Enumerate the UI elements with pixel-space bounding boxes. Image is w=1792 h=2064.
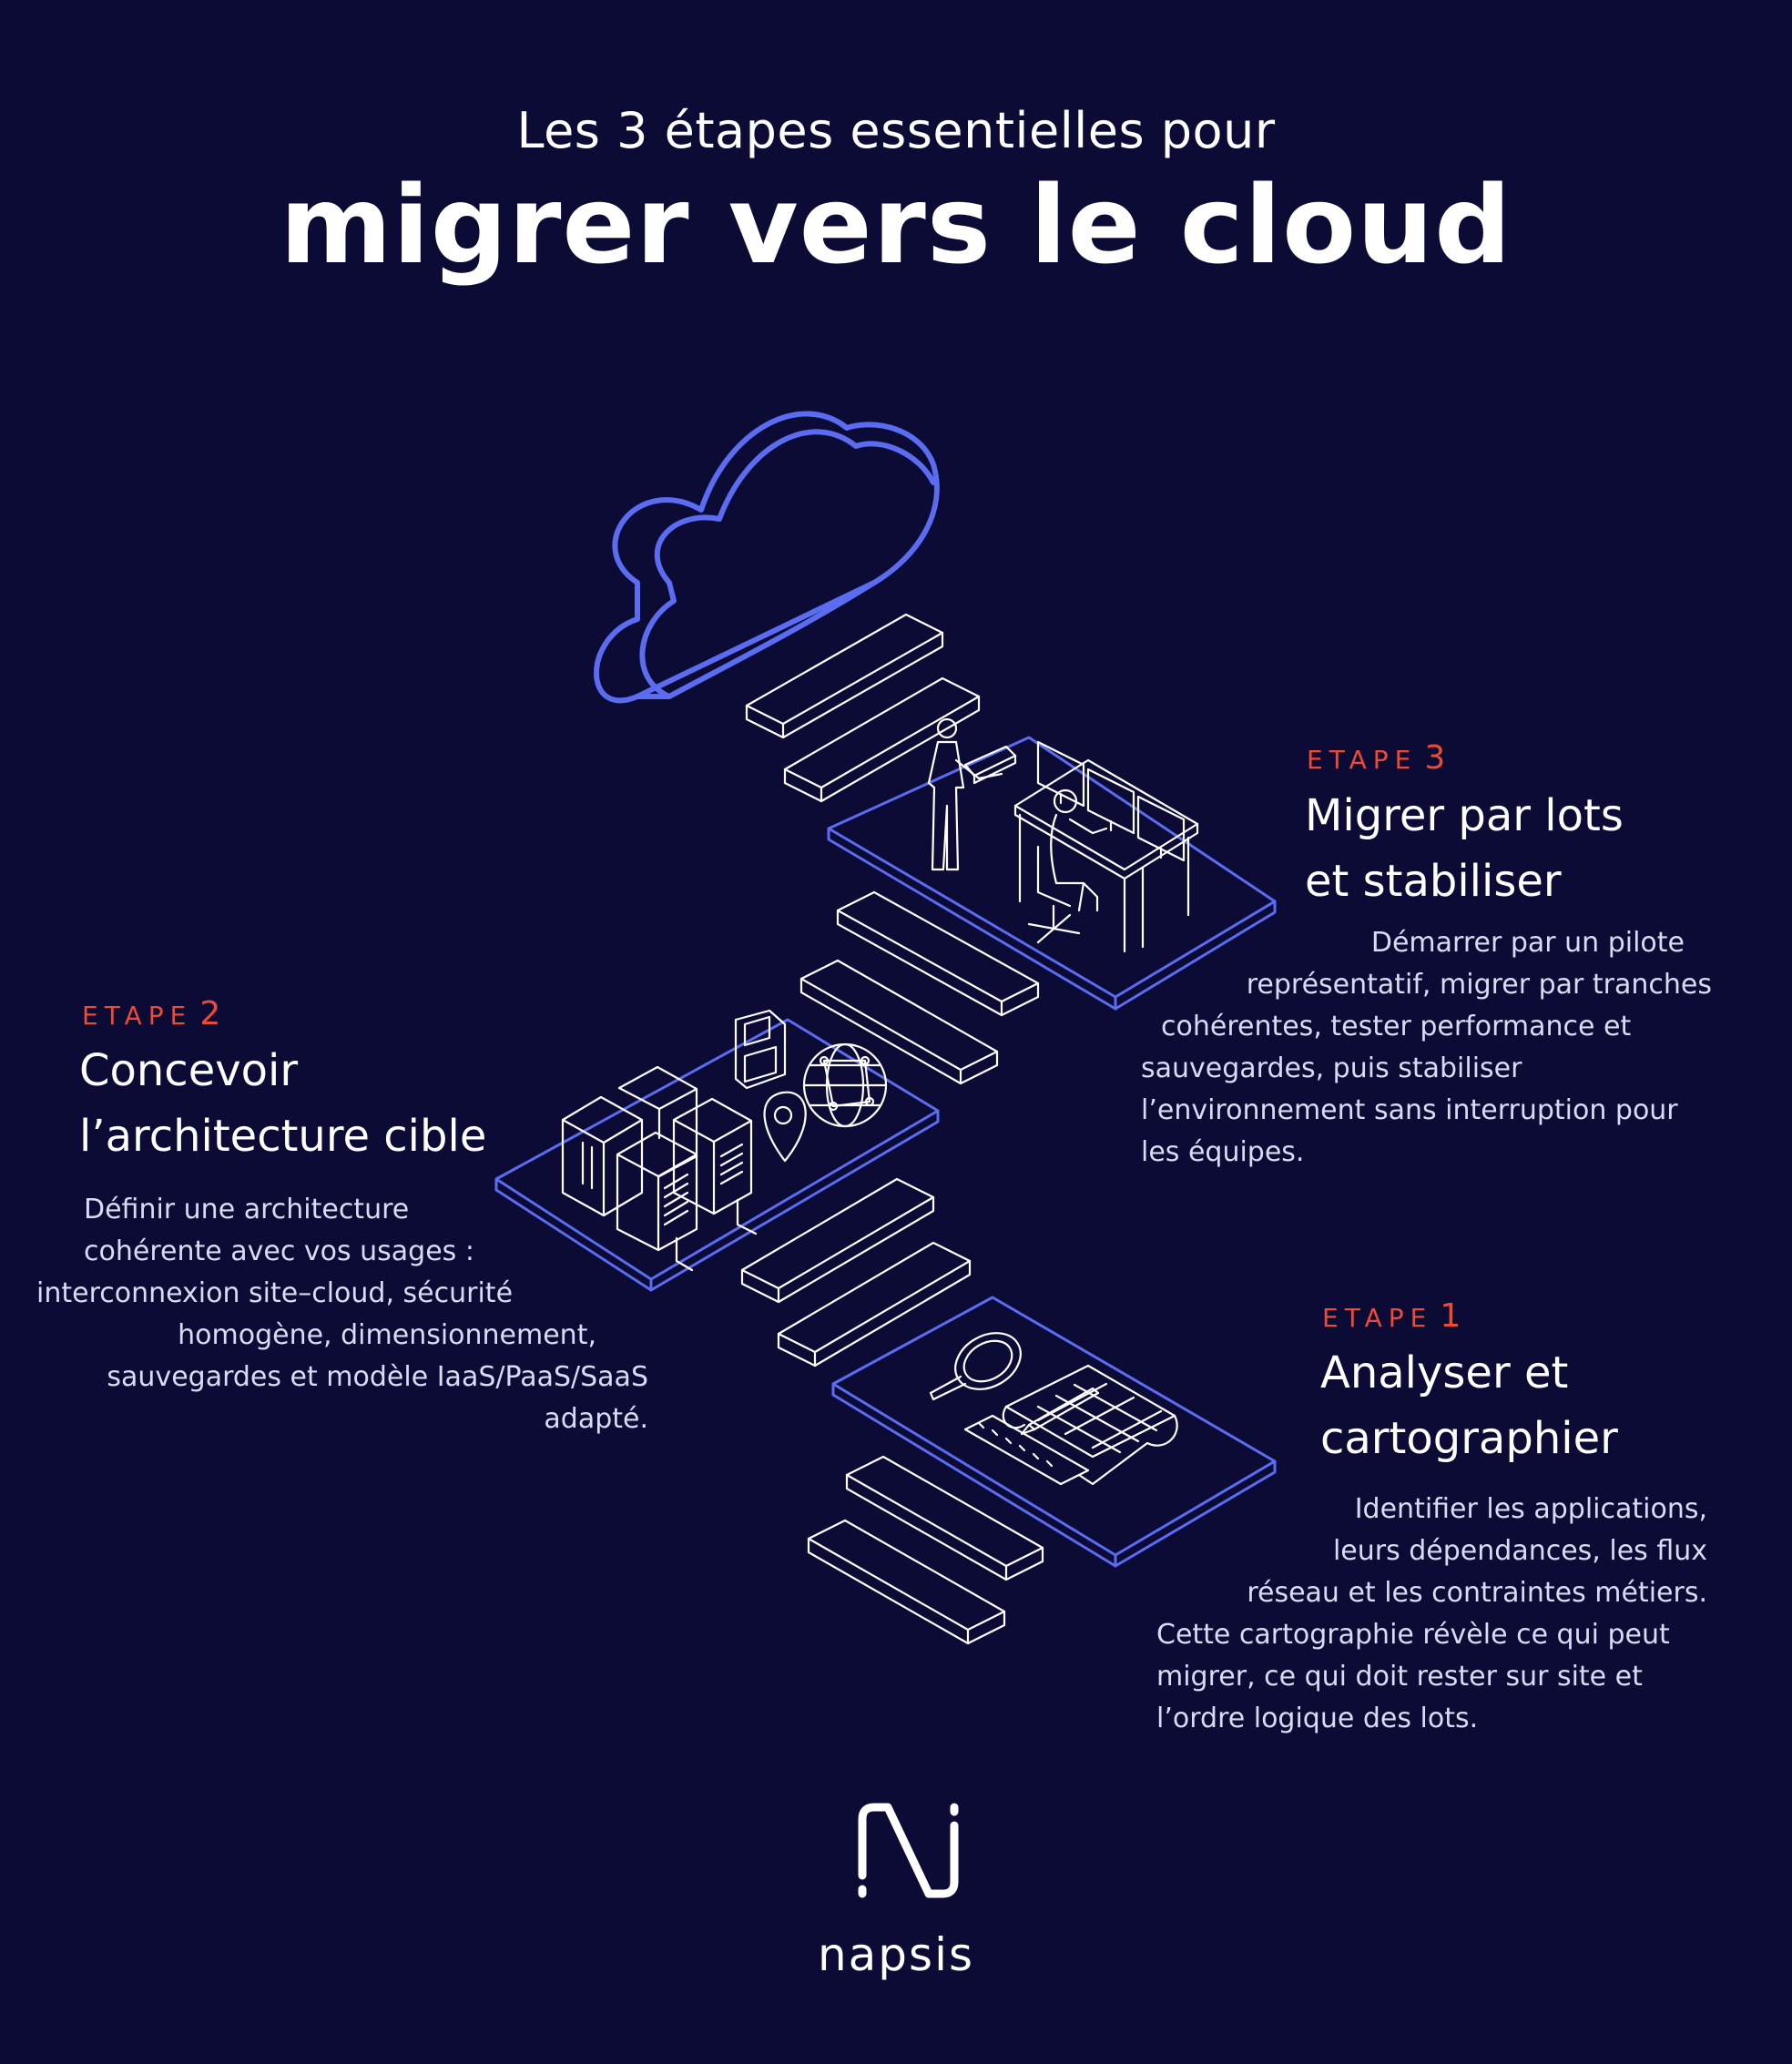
connector-bars-top xyxy=(745,613,981,803)
step1-text-line: l’ordre logique des lots. xyxy=(1156,1703,1479,1734)
step2-text-line: cohérente avec vos usages : xyxy=(84,1235,474,1267)
magnifier-icon xyxy=(929,1332,1022,1401)
step2-platform xyxy=(494,1018,940,1292)
step3-heading: Migrer par lots et stabiliser xyxy=(1305,783,1624,914)
blueprint-icon xyxy=(963,1364,1178,1486)
step2-heading-line1: Concevoir xyxy=(79,1045,299,1096)
brand-name: napsis xyxy=(817,1928,975,1981)
step2-number: 2 xyxy=(199,995,221,1032)
step1-text-line: migrer, ce qui doit rester sur site et xyxy=(1156,1661,1643,1693)
step3-text-line: représentatif, migrer par tranches xyxy=(1246,969,1712,1001)
step1-label-text: ETAPE xyxy=(1322,1303,1433,1333)
step2-label-text: ETAPE xyxy=(82,1001,193,1031)
step1-text-line: réseau et les contraintes métiers. xyxy=(1247,1577,1707,1609)
step2-text-line: homogène, dimensionnement, xyxy=(178,1319,596,1351)
connector-bars-middle xyxy=(799,890,1040,1085)
cloud-icon xyxy=(594,411,940,704)
step3-label-text: ETAPE xyxy=(1307,745,1418,775)
step1-platform xyxy=(831,1296,1277,1568)
step3-text-line: cohérentes, tester performance et xyxy=(1161,1011,1632,1042)
step3-text-line: les équipes. xyxy=(1141,1136,1305,1168)
step2-text-line: sauvegardes et modèle IaaS/PaaS/SaaS xyxy=(107,1361,648,1393)
step1-text-line: Identifier les applications, xyxy=(1354,1493,1707,1525)
step2-heading-line2: l’architecture cible xyxy=(79,1111,487,1162)
napsis-logo-icon xyxy=(858,1803,959,1898)
step1-heading: Analyser et cartographier xyxy=(1320,1340,1618,1471)
step3-text-line: sauvegardes, puis stabiliser xyxy=(1141,1052,1522,1084)
page-title: migrer vers le cloud xyxy=(280,162,1512,288)
globe-network-icon xyxy=(802,1042,888,1128)
step2-heading: Concevoir l’architecture cible xyxy=(79,1038,486,1169)
step1-heading-line1: Analyser et xyxy=(1320,1347,1569,1398)
page-subtitle: Les 3 étapes essentielles pour xyxy=(516,102,1276,159)
step2-text-line: interconnexion site–cloud, sécurité xyxy=(36,1277,514,1309)
floppy-disk-icon xyxy=(734,1009,787,1090)
desk-monitors-icon xyxy=(1013,740,1199,953)
step3-platform xyxy=(827,736,1277,1011)
step2-text-line: Définir une architecture xyxy=(84,1194,410,1225)
step1-heading-line2: cartographier xyxy=(1320,1413,1618,1464)
connector-bars-bottom xyxy=(807,1455,1044,1645)
step1-text-line: leurs dépendances, les flux xyxy=(1332,1535,1707,1567)
server-racks-icon xyxy=(561,1065,758,1272)
step3-heading-line1: Migrer par lots xyxy=(1305,790,1624,841)
step3-text-line: Démarrer par un pilote xyxy=(1370,927,1685,959)
connector-bars-lower xyxy=(740,1177,972,1368)
step3-number: 3 xyxy=(1424,739,1446,777)
step1-text-line: Cette cartographie révèle ce qui peut xyxy=(1156,1619,1670,1651)
step2-text-line: adapté. xyxy=(544,1403,648,1435)
worker-icon xyxy=(927,717,1017,871)
step3-text-line: l’environnement sans interruption pour xyxy=(1141,1094,1678,1126)
step3-heading-line2: et stabiliser xyxy=(1305,856,1562,907)
step1-number: 1 xyxy=(1440,1297,1461,1335)
location-pin-icon xyxy=(763,1091,807,1163)
